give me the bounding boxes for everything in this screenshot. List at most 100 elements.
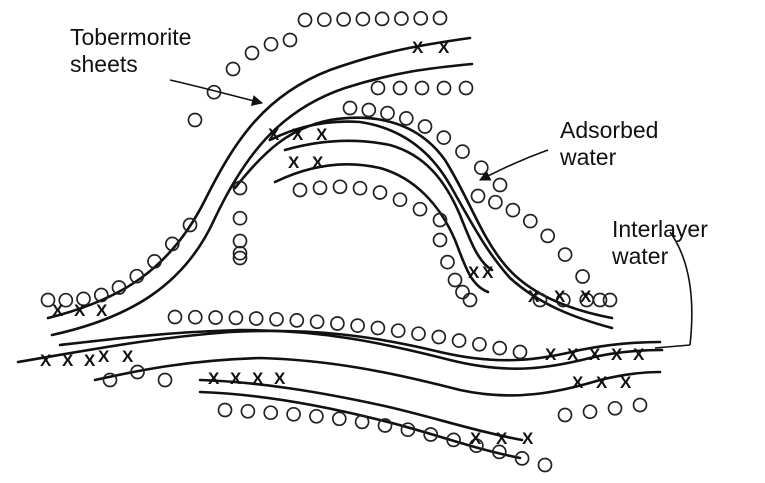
interlayer-water-x: X	[74, 301, 86, 320]
water-molecule-ring	[372, 82, 385, 95]
water-molecule-ring	[318, 13, 331, 26]
water-molecule-ring	[287, 408, 300, 421]
interlayer-water-x: X	[572, 373, 584, 392]
interlayer-water-x: X	[96, 301, 108, 320]
water-molecule-ring	[354, 182, 367, 195]
interlayer-water-x: X	[468, 263, 480, 282]
water-molecule-ring	[419, 120, 432, 133]
water-molecule-ring	[416, 82, 429, 95]
label-tobermorite-line1: Tobermorite	[70, 24, 191, 51]
water-molecule-ring	[437, 131, 450, 144]
water-molecule-ring	[234, 235, 247, 248]
water-molecule-ring	[356, 13, 369, 26]
label-adsorbed-line2: water	[560, 144, 658, 171]
interlayer-water-x: X	[496, 429, 508, 448]
water-molecule-ring	[489, 196, 502, 209]
water-molecule-ring	[299, 14, 312, 27]
label-tobermorite-sheets: Tobermorite sheets	[70, 24, 191, 78]
water-molecule-ring	[514, 346, 527, 359]
leader-adsorbed	[480, 150, 548, 180]
water-molecule-ring	[434, 234, 447, 247]
water-molecule-ring	[475, 161, 488, 174]
label-interlayer-line1: Interlayer	[612, 216, 708, 243]
interlayer-water-x: X	[122, 347, 134, 366]
water-molecule-ring	[414, 12, 427, 25]
water-molecule-ring	[493, 342, 506, 355]
label-interlayer-water: Interlayer water	[612, 216, 708, 270]
water-molecule-ring	[394, 82, 407, 95]
water-molecule-ring	[432, 331, 445, 344]
water-molecule-ring	[584, 405, 597, 418]
water-molecule-ring	[246, 47, 259, 60]
water-molecule-ring	[394, 193, 407, 206]
interlayer-water-x: X	[482, 263, 494, 282]
water-molecule-ring	[559, 409, 572, 422]
water-molecule-ring	[344, 102, 357, 115]
interlayer-water-x: X	[528, 287, 540, 306]
water-molecule-ring	[227, 63, 240, 76]
water-molecule-ring	[294, 184, 307, 197]
water-molecule-ring	[392, 324, 405, 337]
water-molecule-ring	[456, 286, 469, 299]
interlayer-water-x: X	[62, 351, 74, 370]
water-molecule-ring	[395, 12, 408, 25]
water-molecule-ring	[356, 415, 369, 428]
water-molecule-ring	[438, 82, 451, 95]
water-molecule-ring	[381, 107, 394, 120]
interlayer-water-x: X	[620, 373, 632, 392]
interlayer-water-x: X	[589, 345, 601, 364]
interlayer-water-x: X	[522, 429, 534, 448]
water-molecule-ring	[189, 311, 202, 324]
interlayer-water-x: X	[208, 369, 220, 388]
interlayer-water-marks: XXXXXXXXXXXXXXXXXXXXXXXXXXXXXXXXXXX	[40, 38, 645, 448]
interlayer-water-x: X	[268, 125, 280, 144]
water-molecule-ring	[539, 459, 552, 472]
water-molecule-ring	[159, 374, 172, 387]
water-molecule-ring	[333, 412, 346, 425]
water-molecule-ring	[634, 399, 647, 412]
water-molecule-ring	[434, 12, 447, 25]
interlayer-water-x: X	[292, 125, 304, 144]
water-molecule-ring	[464, 294, 477, 307]
water-molecule-ring	[290, 314, 303, 327]
water-molecule-ring	[311, 315, 324, 328]
label-adsorbed-water: Adsorbed water	[560, 117, 658, 171]
water-molecule-ring	[371, 322, 384, 335]
interlayer-water-x: X	[52, 301, 64, 320]
water-molecule-ring	[400, 112, 413, 125]
water-molecule-ring	[169, 311, 182, 324]
water-molecule-ring	[449, 274, 462, 287]
interlayer-water-x: X	[470, 429, 482, 448]
water-molecule-ring	[414, 203, 427, 216]
water-molecule-ring	[219, 404, 232, 417]
water-molecule-ring	[524, 215, 537, 228]
interlayer-water-x: X	[274, 369, 286, 388]
leader-tobermorite	[170, 80, 262, 103]
water-molecule-ring	[412, 327, 425, 340]
water-molecule-ring	[229, 311, 242, 324]
adsorbed-water-molecules	[42, 12, 647, 472]
interlayer-water-x: X	[611, 345, 623, 364]
interlayer-water-x: X	[596, 373, 608, 392]
interlayer-water-x: X	[98, 347, 110, 366]
water-molecule-ring	[189, 114, 202, 127]
water-molecule-ring	[374, 186, 387, 199]
water-molecule-ring	[576, 270, 589, 283]
interlayer-water-x: X	[288, 153, 300, 172]
water-molecule-ring	[334, 180, 347, 193]
sheet-upper-arch-outer	[48, 38, 470, 318]
water-molecule-ring	[460, 82, 473, 95]
interlayer-water-x: X	[412, 38, 424, 57]
water-molecule-ring	[270, 313, 283, 326]
water-molecule-ring	[604, 294, 617, 307]
leader-interlayer-tip	[655, 345, 690, 348]
water-molecule-ring	[314, 181, 327, 194]
water-molecule-ring	[264, 406, 277, 419]
water-molecule-ring	[456, 145, 469, 158]
water-molecule-ring	[337, 13, 350, 26]
water-molecule-ring	[453, 334, 466, 347]
water-molecule-ring	[541, 229, 554, 242]
water-molecule-ring	[362, 104, 375, 117]
water-molecule-ring	[506, 204, 519, 217]
water-molecule-ring	[250, 312, 263, 325]
